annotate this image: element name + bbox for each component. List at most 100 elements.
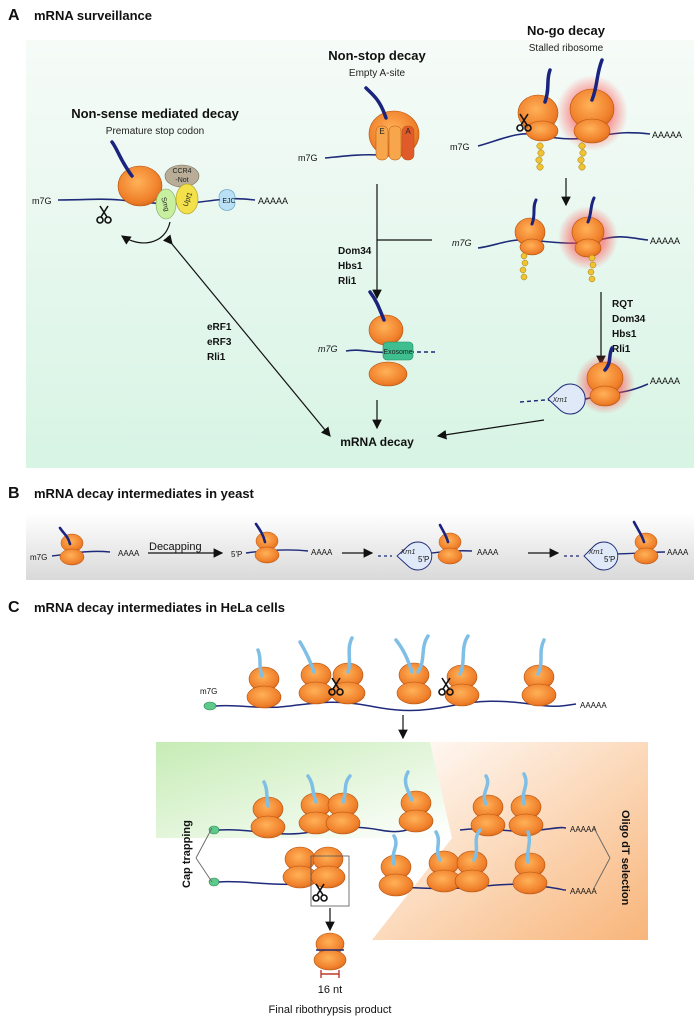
nsd-factor-2: Hbs1 <box>338 261 363 272</box>
nmd-subtitle: Premature stop codon <box>106 126 204 137</box>
ngd-tags-4 <box>587 254 597 283</box>
panel-b-cap: m7G <box>30 553 47 562</box>
ngd-tags-3 <box>519 252 529 281</box>
panel-c-cap-dot <box>203 701 217 711</box>
panel-b-letter: B <box>8 485 20 502</box>
nsd-title: Non-stop decay <box>328 48 426 63</box>
panel-b-tail-3: AAAA <box>477 548 499 557</box>
panel-b-stage-4 <box>564 520 666 571</box>
panel-b-title: mRNA decay intermediates in yeast <box>34 486 255 501</box>
nsd-exosome-cap: m7G <box>318 344 338 354</box>
a-site-label: A <box>405 127 411 136</box>
panel-b-background <box>26 513 694 580</box>
oligo-dt-bracket <box>593 827 611 889</box>
panel-b-tail-1: AAAA <box>118 549 140 558</box>
panel-b-5p-2: 5'P <box>418 555 429 564</box>
ngd-ribosome-4 <box>571 216 605 258</box>
oligo-tail-2: AAAAA <box>570 887 597 896</box>
nsd-factor-1: Dom34 <box>338 246 372 257</box>
ngd-tags-2 <box>577 142 587 171</box>
ngd-decay-arrow <box>436 419 545 440</box>
e-site-label: E <box>379 127 384 136</box>
panel-b-xrn1-1: Xrn1 <box>400 549 416 556</box>
ngd-tail: AAAAA <box>652 130 682 140</box>
nsd-nascent-peptide <box>364 86 388 120</box>
panel-a-letter: A <box>8 7 20 24</box>
ngd-xrn1 <box>547 383 586 415</box>
ngd-factor-1: RQT <box>612 299 633 310</box>
erf-2: eRF3 <box>207 337 232 348</box>
cap-trapped-nascent-1 <box>262 770 414 808</box>
nmd-nascent-peptide <box>110 140 134 178</box>
cap-trapping-region <box>156 742 452 838</box>
exosome-label: Exosome <box>383 349 412 356</box>
nmd-ribosome <box>117 165 163 207</box>
nsd-cap: m7G <box>298 153 318 163</box>
ngd-peptide-2 <box>590 58 604 102</box>
panel-b-5p-3: 5'P <box>604 555 615 564</box>
nsd-exosome-peptide <box>368 290 386 322</box>
final-ribosome <box>313 932 347 971</box>
panel-b-tail-2: AAAA <box>311 548 333 557</box>
panel-a-title: mRNA surveillance <box>34 8 152 23</box>
ngd-subtitle: Stalled ribosome <box>529 43 604 54</box>
ngd-factor-3: Hbs1 <box>612 329 637 340</box>
ngd-peptide-4 <box>586 196 596 224</box>
oligo-nascent-1 <box>482 772 528 806</box>
footprint-bracket <box>320 970 340 978</box>
oligo-mrna-2 <box>379 883 567 891</box>
ngd-tail-3: AAAAA <box>650 376 680 386</box>
upf1-label: Upf1 <box>183 191 195 207</box>
ejc-protein <box>218 189 236 211</box>
ngd-peptide-5 <box>603 346 614 372</box>
panel-b-5p-1: 5'P <box>231 550 242 559</box>
nsd-exosome-ribosome-bottom <box>368 361 408 387</box>
panel-b-stage-1 <box>51 526 111 566</box>
ngd-factor-4: Rli1 <box>612 344 631 355</box>
final-product-label: Final ribothrypsis product <box>269 1004 392 1016</box>
ngd-cap-2: m7G <box>452 238 472 248</box>
ngd-tags-1 <box>535 142 545 171</box>
erf-1: eRF1 <box>207 322 232 333</box>
nmd-title: Non-sense mediated decay <box>71 106 239 121</box>
ngd-xrn1-label: Xrn1 <box>552 397 568 404</box>
smg-protein <box>155 188 177 220</box>
panel-c-title: mRNA decay intermediates in HeLa cells <box>34 600 285 615</box>
nmd-curved-arrow <box>121 221 171 245</box>
smg-label: Smg <box>159 197 170 213</box>
panel-b-stage-3 <box>378 523 473 571</box>
panel-c-cap: m7G <box>200 687 217 696</box>
panel-c-letter: C <box>8 599 20 616</box>
ngd-ribosome-5 <box>586 361 624 407</box>
cleavage-box <box>310 855 350 907</box>
cap-trapping-label: Cap trapping <box>181 820 193 888</box>
panel-b-stage-2 <box>245 522 309 564</box>
ejc-label: EJC <box>222 198 235 205</box>
ccr4-label: CCR4 <box>172 168 191 175</box>
nsd-subtitle: Empty A-site <box>349 68 406 79</box>
ngd-peptide-1 <box>543 68 552 104</box>
erf-3: Rli1 <box>207 352 226 363</box>
nmd-tail: AAAAA <box>258 196 288 206</box>
nmd-cap: m7G <box>32 196 52 206</box>
ngd-ribosome-2 <box>569 88 615 144</box>
ngd-peptide-3 <box>530 198 538 226</box>
oligo-dt-label: Oligo dT selection <box>619 810 631 906</box>
cap-trapping-bracket <box>195 827 213 883</box>
ngd-ribosome-1 <box>517 94 559 142</box>
ngd-title: No-go decay <box>527 23 606 38</box>
mrna-decay-label: mRNA decay <box>340 435 414 449</box>
oligo-nascent-2 <box>391 828 532 866</box>
panel-c-tail: AAAAA <box>580 701 607 710</box>
exosome <box>382 341 414 361</box>
nmd-decay-arrow <box>162 234 331 437</box>
panel-c-nascent-top <box>256 634 546 678</box>
ngd-cap: m7G <box>450 142 470 152</box>
panel-b-tail-4: AAAA <box>667 548 689 557</box>
nsd-factor-3: Rli1 <box>338 276 357 287</box>
cap-trapped-ribosomes-2 <box>282 846 346 889</box>
footprint-length: 16 nt <box>318 984 342 996</box>
decapping-label: Decapping <box>149 541 202 553</box>
panel-b-xrn1-2: Xrn1 <box>588 549 604 556</box>
